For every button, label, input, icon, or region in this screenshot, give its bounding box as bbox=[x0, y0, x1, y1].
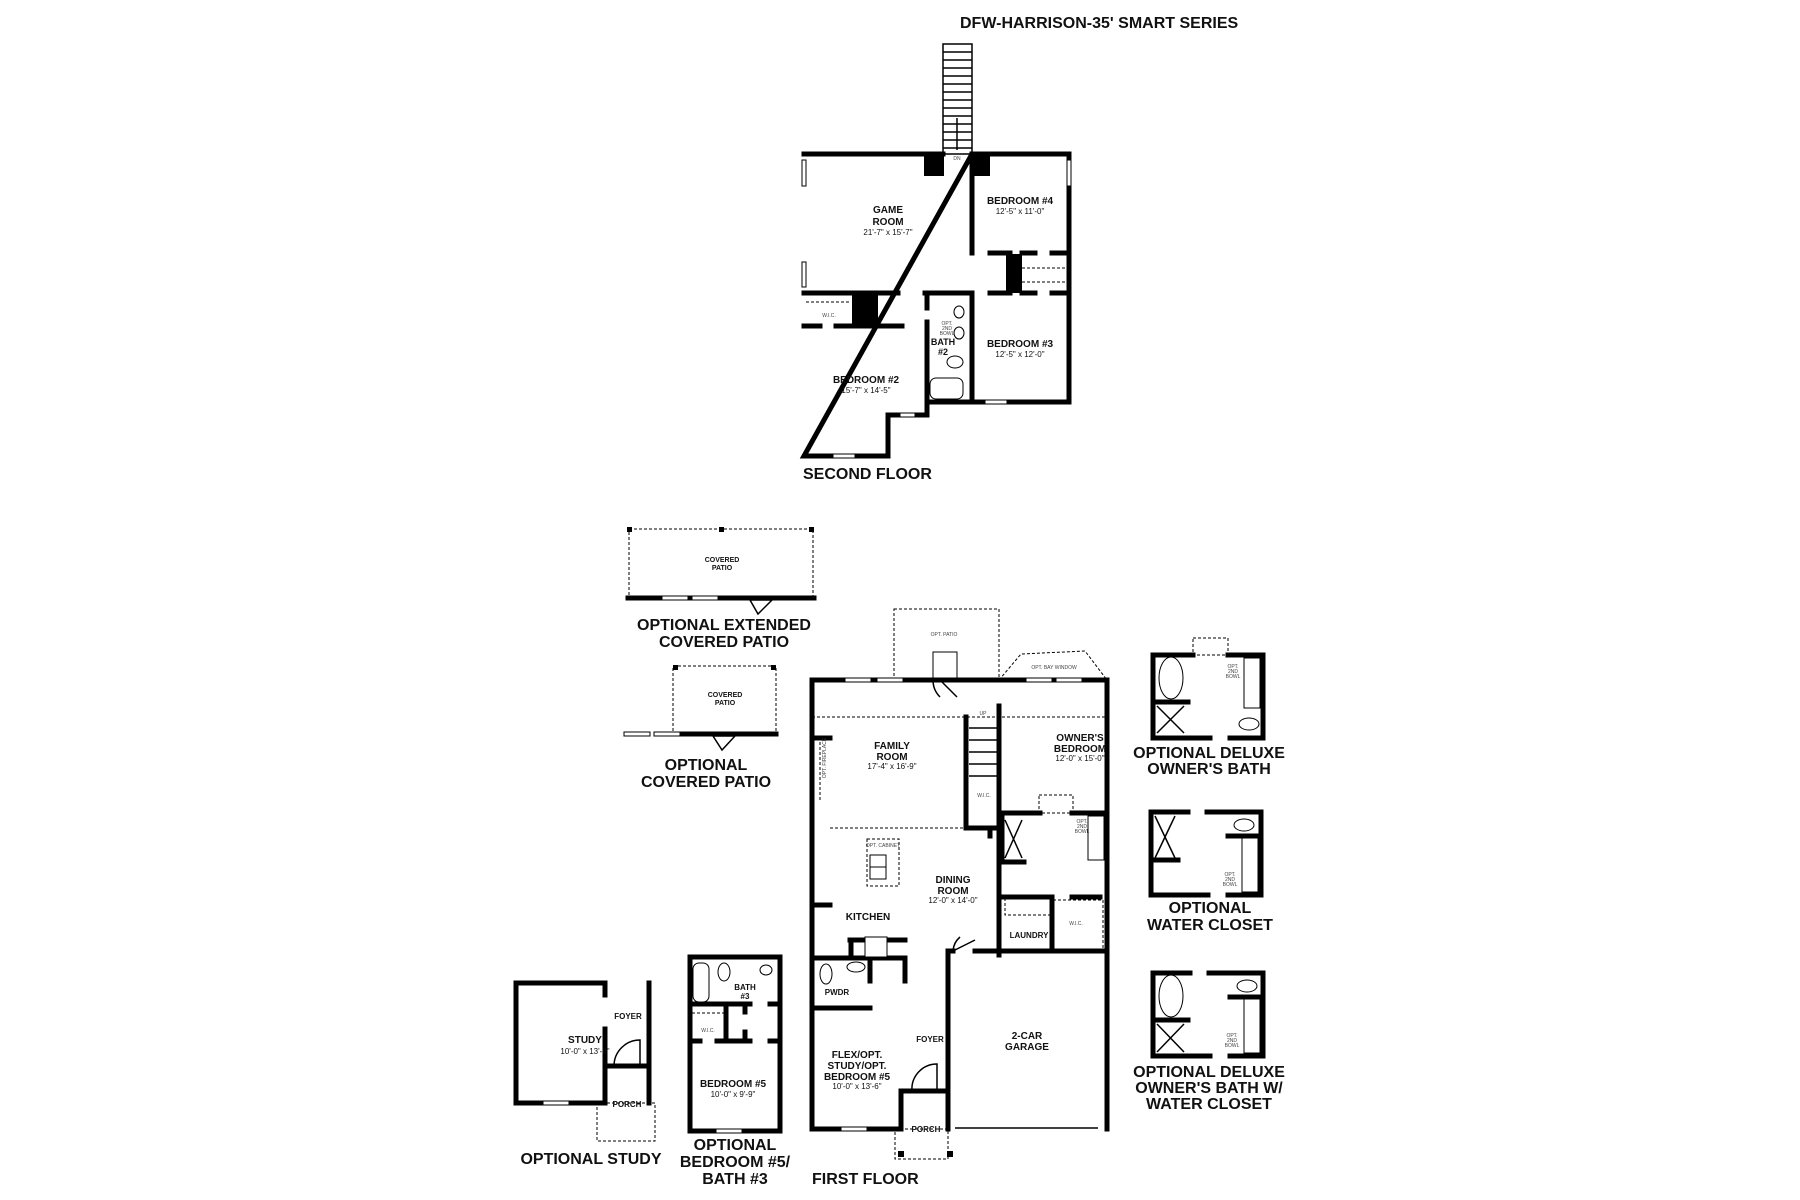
svg-text:PORCH: PORCH bbox=[912, 1125, 941, 1134]
svg-text:OWNER'S BATH: OWNER'S BATH bbox=[1147, 761, 1271, 778]
first-floor-label: FIRST FLOOR bbox=[812, 1171, 919, 1188]
option-bedroom5-bath3: BATH #3 W.I.C. BEDROOM #5 10'-0" x 9'-9"… bbox=[680, 954, 791, 1188]
svg-text:17'-4" x 16'-9": 17'-4" x 16'-9" bbox=[867, 762, 916, 771]
svg-text:OPT. PATIO: OPT. PATIO bbox=[931, 632, 958, 638]
svg-text:OPTIONAL: OPTIONAL bbox=[1169, 900, 1252, 917]
svg-text:BOWL: BOWL bbox=[1226, 674, 1241, 680]
svg-text:BEDROOM #4: BEDROOM #4 bbox=[987, 196, 1054, 207]
svg-text:OPT.: OPT. bbox=[1227, 664, 1238, 670]
svg-text:GAME: GAME bbox=[873, 205, 903, 216]
svg-text:ROOM: ROOM bbox=[872, 217, 903, 228]
svg-text:BEDROOM #5: BEDROOM #5 bbox=[700, 1079, 767, 1090]
option-water-closet: OPT. 2ND BOWL OPTIONAL WATER CLOSET bbox=[1147, 809, 1273, 934]
svg-text:BEDROOM #3: BEDROOM #3 bbox=[987, 339, 1054, 350]
svg-text:2-CAR: 2-CAR bbox=[1012, 1031, 1043, 1042]
svg-text:DINING: DINING bbox=[936, 875, 971, 886]
svg-text:BEDROOM #5/: BEDROOM #5/ bbox=[680, 1154, 791, 1171]
svg-text:STUDY: STUDY bbox=[568, 1035, 602, 1046]
svg-text:LAUNDRY: LAUNDRY bbox=[1010, 931, 1049, 940]
svg-text:OWNER'S: OWNER'S bbox=[1056, 733, 1104, 744]
svg-text:OPTIONAL STUDY: OPTIONAL STUDY bbox=[520, 1151, 661, 1168]
svg-text:2ND: 2ND bbox=[942, 326, 952, 332]
svg-text:OPTIONAL DELUXE: OPTIONAL DELUXE bbox=[1133, 745, 1285, 762]
option-extended-covered-patio: COVERED PATIO OPTIONAL EXTENDED COVERED … bbox=[625, 527, 817, 651]
plan-title: DFW-HARRISON-35' SMART SERIES bbox=[960, 15, 1238, 32]
option-study: STUDY 10'-0" x 13'-6" FOYER PORCH OPTION… bbox=[513, 980, 662, 1168]
svg-text:FOYER: FOYER bbox=[916, 1035, 944, 1044]
svg-text:FAMILY: FAMILY bbox=[874, 741, 910, 752]
exterior-walls bbox=[799, 151, 1072, 459]
svg-text:OPT.: OPT. bbox=[1226, 1033, 1237, 1039]
svg-text:12'-0" x 15'-0": 12'-0" x 15'-0" bbox=[1055, 754, 1104, 763]
svg-text:ROOM: ROOM bbox=[937, 886, 968, 897]
svg-text:BATH: BATH bbox=[931, 337, 955, 347]
svg-text:10'-0" x 13'-6": 10'-0" x 13'-6" bbox=[560, 1047, 609, 1056]
second-floor-label: SECOND FLOOR bbox=[803, 466, 932, 483]
svg-text:PORCH: PORCH bbox=[613, 1100, 642, 1109]
svg-text:OWNER'S BATH W/: OWNER'S BATH W/ bbox=[1135, 1080, 1283, 1097]
svg-text:10'-0" x 13'-6": 10'-0" x 13'-6" bbox=[832, 1082, 881, 1091]
svg-text:2ND: 2ND bbox=[1227, 1038, 1237, 1044]
svg-text:12'-5" x 12'-0": 12'-5" x 12'-0" bbox=[995, 350, 1044, 359]
svg-text:15'-7" x 14'-5": 15'-7" x 14'-5" bbox=[841, 386, 890, 395]
svg-text:WATER CLOSET: WATER CLOSET bbox=[1147, 917, 1273, 934]
svg-text:10'-0" x 9'-9": 10'-0" x 9'-9" bbox=[711, 1090, 756, 1099]
svg-text:2ND: 2ND bbox=[1228, 669, 1238, 675]
svg-text:BATH #3: BATH #3 bbox=[702, 1171, 768, 1188]
option-deluxe-owners-bath: OPT. 2ND BOWL OPTIONAL DELUXE OWNER'S BA… bbox=[1133, 637, 1285, 778]
svg-text:BEDROOM: BEDROOM bbox=[1054, 744, 1106, 755]
svg-text:STUDY/OPT.: STUDY/OPT. bbox=[828, 1061, 887, 1072]
svg-text:OPTIONAL: OPTIONAL bbox=[665, 757, 748, 774]
svg-text:COVERED PATIO: COVERED PATIO bbox=[659, 634, 789, 651]
svg-text:OPT.: OPT. bbox=[1224, 872, 1235, 878]
svg-text:PATIO: PATIO bbox=[712, 565, 733, 572]
svg-text:BOWL: BOWL bbox=[1075, 829, 1090, 835]
svg-text:BOWL: BOWL bbox=[940, 331, 955, 337]
svg-text:GARAGE: GARAGE bbox=[1005, 1042, 1049, 1053]
svg-text:2ND: 2ND bbox=[1225, 877, 1235, 883]
svg-text:DN: DN bbox=[953, 156, 961, 162]
svg-text:BOWL: BOWL bbox=[1225, 1043, 1240, 1049]
svg-text:OPT.: OPT. bbox=[941, 321, 952, 327]
svg-text:COVERED: COVERED bbox=[708, 692, 743, 699]
svg-text:OPTIONAL DELUXE: OPTIONAL DELUXE bbox=[1133, 1064, 1285, 1081]
first-floor: OPT. PATIO OPT. BAY WINDOW OPT. FIREPLAC… bbox=[809, 608, 1110, 1188]
svg-text:#3: #3 bbox=[741, 992, 750, 1001]
svg-text:FLEX/OPT.: FLEX/OPT. bbox=[832, 1050, 883, 1061]
svg-text:12'-5" x 11'-0": 12'-5" x 11'-0" bbox=[996, 207, 1045, 216]
option-deluxe-bath-water-closet: OPT. 2ND BOWL OPTIONAL DELUXE OWNER'S BA… bbox=[1133, 970, 1285, 1113]
svg-text:WATER CLOSET: WATER CLOSET bbox=[1146, 1096, 1272, 1113]
svg-text:PATIO: PATIO bbox=[715, 700, 736, 707]
svg-text:W.I.C.: W.I.C. bbox=[977, 793, 991, 799]
second-floor: DN GAME ROOM 21'-7" x 15'-7" BEDROOM #4 … bbox=[799, 43, 1072, 483]
svg-text:UP: UP bbox=[980, 711, 988, 717]
svg-text:BEDROOM #5: BEDROOM #5 bbox=[824, 1072, 891, 1083]
svg-text:W.I.C.: W.I.C. bbox=[701, 1028, 715, 1034]
svg-text:COVERED PATIO: COVERED PATIO bbox=[641, 774, 771, 791]
svg-text:OPT. FIREPLACE: OPT. FIREPLACE bbox=[822, 737, 828, 778]
option-covered-patio: COVERED PATIO OPTIONAL COVERED PATIO bbox=[623, 665, 779, 791]
interior-walls bbox=[801, 151, 1072, 405]
svg-text:12'-0" x 14'-0": 12'-0" x 14'-0" bbox=[928, 896, 977, 905]
svg-text:FOYER: FOYER bbox=[614, 1012, 642, 1021]
svg-text:#2: #2 bbox=[938, 347, 948, 357]
svg-text:ROOM: ROOM bbox=[876, 752, 907, 763]
svg-text:W.I.C.: W.I.C. bbox=[1069, 921, 1083, 927]
svg-text:BEDROOM #2: BEDROOM #2 bbox=[833, 375, 900, 386]
stairs-down: DN bbox=[942, 43, 973, 162]
svg-text:BOWL: BOWL bbox=[1223, 882, 1238, 888]
svg-text:OPT. CABINET: OPT. CABINET bbox=[866, 843, 900, 849]
svg-text:KITCHEN: KITCHEN bbox=[846, 912, 890, 923]
svg-text:W.I.C.: W.I.C. bbox=[822, 313, 836, 319]
svg-text:21'-7" x 15'-7": 21'-7" x 15'-7" bbox=[863, 228, 912, 237]
svg-text:OPTIONAL: OPTIONAL bbox=[694, 1137, 777, 1154]
svg-text:PWDR: PWDR bbox=[825, 988, 850, 997]
svg-text:OPTIONAL EXTENDED: OPTIONAL EXTENDED bbox=[637, 617, 811, 634]
svg-text:OPT.: OPT. bbox=[1076, 819, 1087, 825]
svg-text:OPT. BAY WINDOW: OPT. BAY WINDOW bbox=[1031, 665, 1077, 671]
svg-text:BATH: BATH bbox=[734, 983, 756, 992]
svg-text:2ND: 2ND bbox=[1077, 824, 1087, 830]
svg-text:COVERED: COVERED bbox=[705, 557, 740, 564]
